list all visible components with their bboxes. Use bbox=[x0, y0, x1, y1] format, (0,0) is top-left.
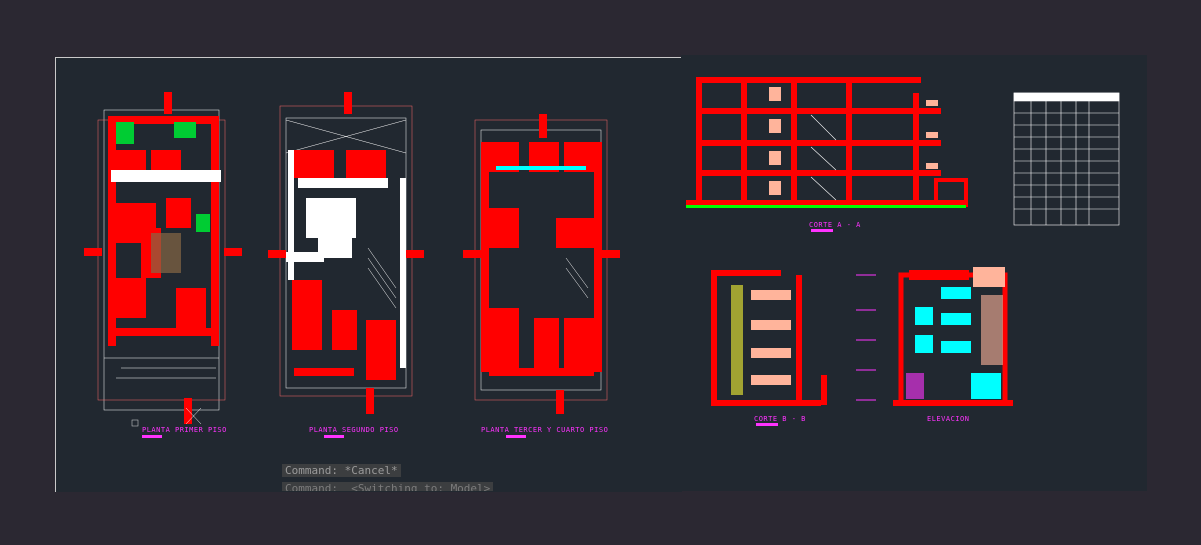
section-b-label: CORTE B - B bbox=[754, 415, 806, 423]
plan-2-scale-bar bbox=[324, 435, 344, 438]
left-drawing-viewport[interactable]: PLANTA PRIMER PISO PLANTA SEGUNDO PISO P… bbox=[55, 57, 682, 492]
section-a-a bbox=[686, 77, 968, 208]
sections-drawing bbox=[686, 77, 1120, 406]
schedule-table bbox=[1013, 92, 1120, 226]
floor-plan-1 bbox=[84, 92, 242, 427]
plan-1-label: PLANTA PRIMER PISO bbox=[142, 426, 227, 434]
command-history-line-1: Command: *Cancel* bbox=[282, 464, 401, 477]
elevation-drawing bbox=[893, 267, 1013, 406]
section-a-label: CORTE A - A bbox=[809, 221, 861, 229]
plan-2-label: PLANTA SEGUNDO PISO bbox=[309, 426, 399, 434]
plan-3-label: PLANTA TERCER Y CUARTO PISO bbox=[481, 426, 609, 434]
floor-plan-2 bbox=[268, 92, 424, 414]
section-b-scale-bar bbox=[756, 423, 778, 426]
section-a-scale-bar bbox=[811, 229, 833, 232]
floor-plans-drawing bbox=[84, 92, 620, 427]
right-drawing-viewport[interactable]: CORTE A - A CORTE B - B ELEVACION bbox=[681, 55, 1147, 491]
floor-plan-3 bbox=[463, 114, 620, 414]
plan-1-scale-bar bbox=[142, 435, 162, 438]
command-history-line-2: Command: <Switching to: Model> bbox=[282, 482, 494, 491]
section-b-b bbox=[711, 270, 876, 406]
elevation-label: ELEVACION bbox=[927, 415, 970, 423]
plan-3-scale-bar bbox=[506, 435, 526, 438]
